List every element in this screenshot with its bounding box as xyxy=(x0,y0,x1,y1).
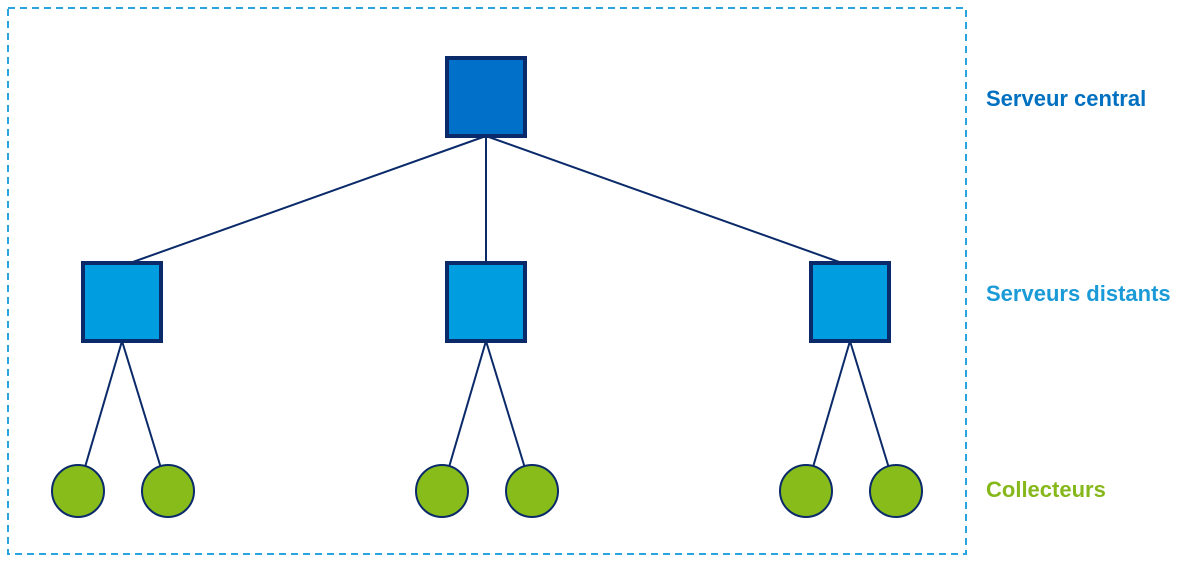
link-distant-server-1-to-collector-2 xyxy=(121,340,162,467)
link-distant-server-3-to-collector-6 xyxy=(849,340,890,467)
label-collecteurs: Collecteurs xyxy=(986,477,1106,502)
link-distant-server-2-to-collector-4 xyxy=(485,340,526,467)
link-distant-server-3-to-collector-5 xyxy=(812,340,851,467)
collector-6 xyxy=(869,464,923,518)
link-central-to-distant-server-1 xyxy=(129,135,487,264)
links-layer xyxy=(84,135,890,467)
diagram-frame xyxy=(7,7,967,555)
link-distant-server-1-to-collector-1 xyxy=(84,340,123,467)
distant-server-1 xyxy=(81,261,163,343)
distant-server-2 xyxy=(445,261,527,343)
collector-1 xyxy=(51,464,105,518)
link-distant-server-2-to-collector-3 xyxy=(448,340,487,467)
label-serveurs-distants: Serveurs distants xyxy=(986,281,1171,306)
collector-4 xyxy=(505,464,559,518)
nodes-layer xyxy=(51,56,923,518)
distant-server-3 xyxy=(809,261,891,343)
collector-2 xyxy=(141,464,195,518)
collector-5 xyxy=(779,464,833,518)
label-serveur-central: Serveur central xyxy=(986,86,1147,111)
collector-3 xyxy=(415,464,469,518)
link-central-to-distant-server-3 xyxy=(485,135,843,264)
central-server xyxy=(445,56,527,138)
